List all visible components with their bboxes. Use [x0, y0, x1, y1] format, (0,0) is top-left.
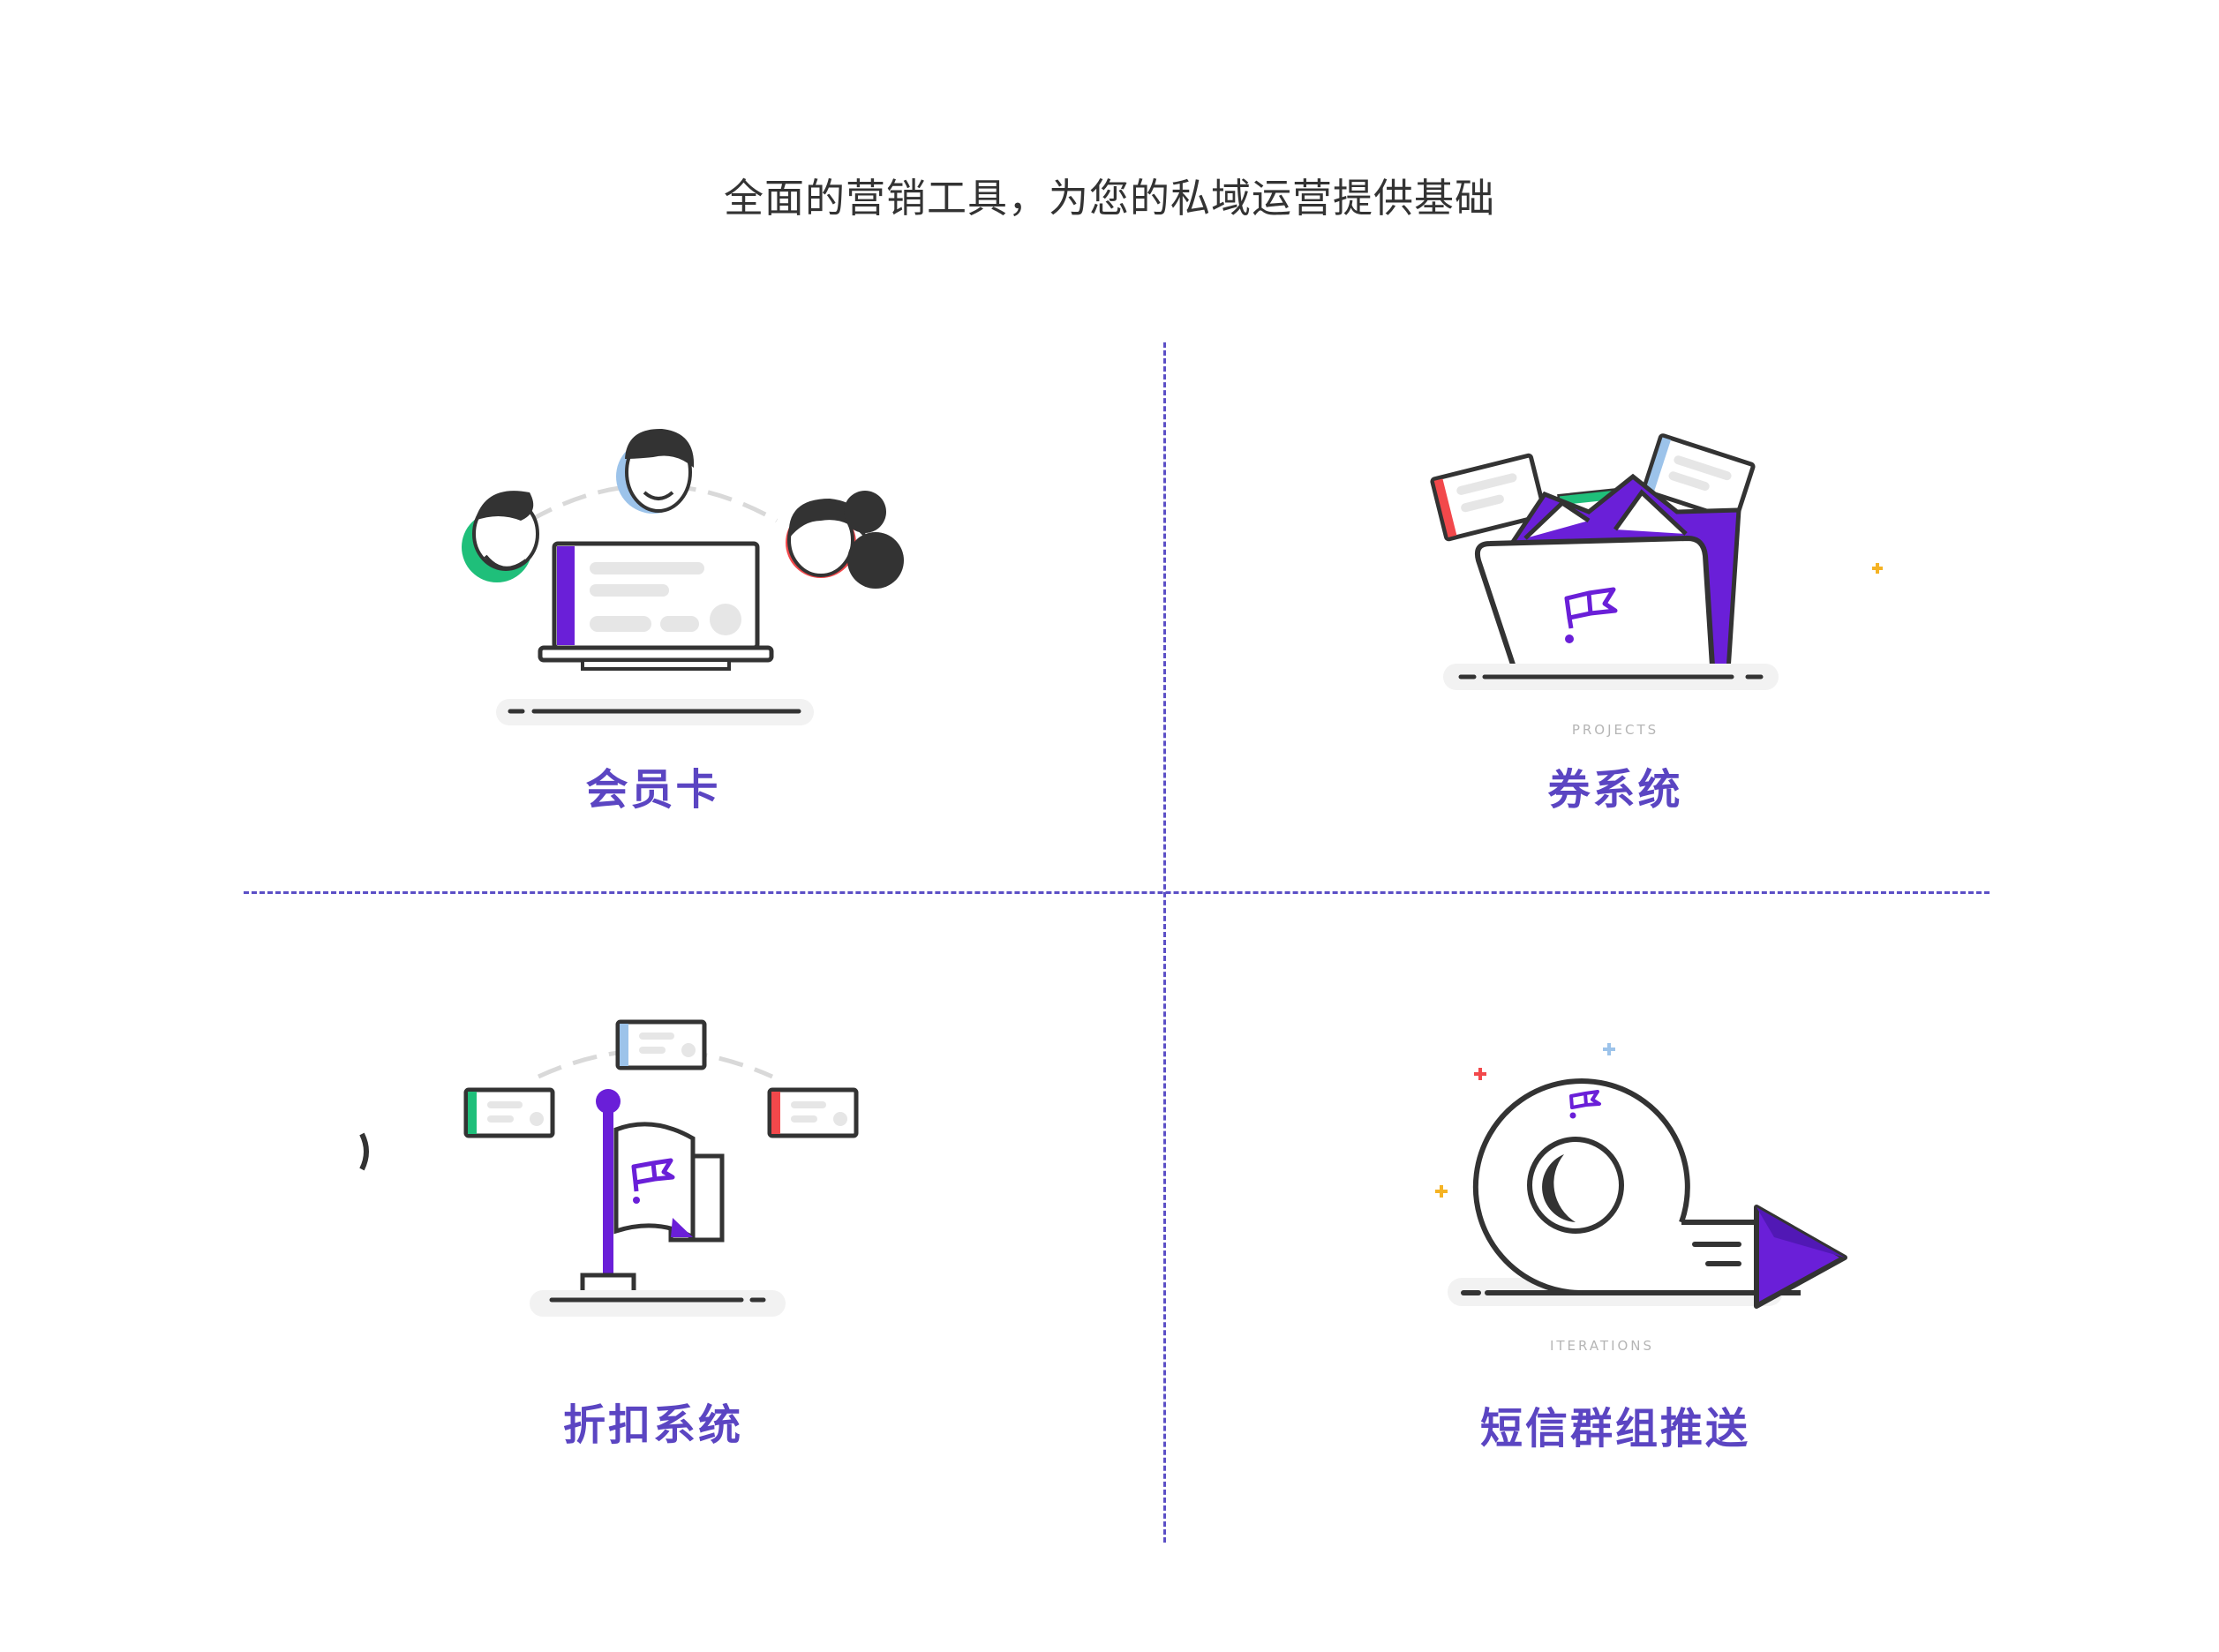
feature-label: 券系统	[1547, 765, 1683, 815]
feature-sms-push[interactable]: ITERATIONS 短信群组推送	[1174, 1006, 2057, 1483]
feature-member-card[interactable]: 会员卡	[212, 388, 1094, 847]
discount-flag-illustration-icon	[359, 1019, 859, 1317]
coupon-folder-illustration-icon: PROJECTS	[1430, 433, 1883, 738]
feature-discount-system[interactable]: 折扣系统	[212, 1006, 1094, 1483]
page-title: 全面的营销工具，为您的私域运营提供基础	[723, 175, 1495, 222]
feature-coupon-system[interactable]: PROJECTS 券系统	[1174, 388, 2057, 847]
member-card-illustration-icon	[462, 428, 904, 725]
horizontal-divider	[244, 891, 1990, 894]
caption-projects: PROJECTS	[1572, 722, 1659, 738]
feature-label: 会员卡	[585, 765, 721, 815]
sms-push-illustration-icon: ITERATIONS	[1435, 1043, 1847, 1354]
feature-label: 短信群组推送	[1479, 1404, 1750, 1453]
feature-label: 折扣系统	[562, 1400, 743, 1450]
caption-iterations: ITERATIONS	[1550, 1338, 1654, 1354]
vertical-divider	[1163, 342, 1166, 1543]
